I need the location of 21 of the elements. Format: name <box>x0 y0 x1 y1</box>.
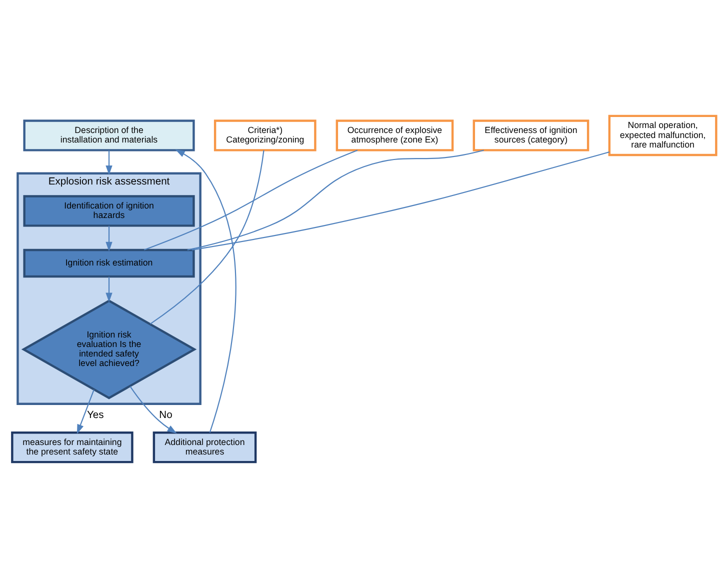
node-box: Criteria*) Categorizing/zoning <box>214 120 316 152</box>
arrow <box>106 276 112 302</box>
node-box: Effectiveness of ignition sources (category) <box>472 120 590 152</box>
connector <box>150 150 264 324</box>
connector <box>187 150 484 250</box>
connector <box>192 151 610 250</box>
node-box: measures for maintaining the present safety state <box>11 432 134 464</box>
node-box: Description of the installation and materials <box>23 120 195 152</box>
edge-label: No <box>159 410 172 422</box>
node-box: Occurrence of explosive atmosphere (zone Ex) <box>336 120 454 152</box>
node-box: Normal operation, expected malfunction, rare malfunction <box>608 114 718 156</box>
connector <box>144 150 358 250</box>
node-box: Ignition risk estimation <box>23 248 195 278</box>
arrow <box>106 150 112 176</box>
node-box: Additional protection measures <box>152 432 257 464</box>
node-box: Identification of ignition hazards <box>23 195 195 227</box>
arrow <box>106 226 112 252</box>
node-diamond: Ignition risk evaluation Is the intended safety level achieved? <box>21 300 197 400</box>
edge-label: Yes <box>86 410 104 422</box>
arrow <box>130 386 177 434</box>
arrow <box>175 150 236 433</box>
